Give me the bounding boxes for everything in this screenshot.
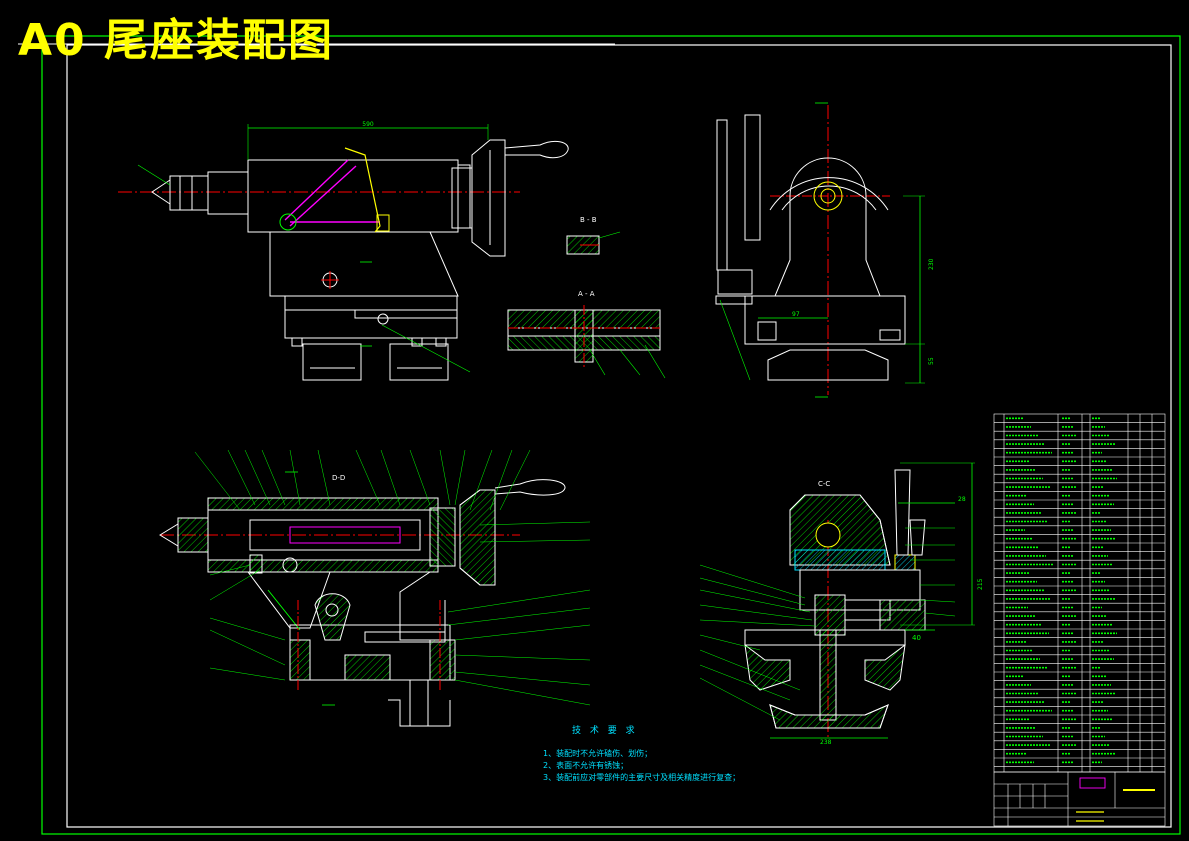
section-aa (507, 305, 666, 379)
section-handle (494, 479, 566, 496)
parts-list-glyphs (1006, 417, 1117, 764)
dim-28: 28 (958, 496, 966, 503)
side-view (118, 124, 569, 381)
technical-requirement-3: 3、装配前应对零部件的主要尺寸及相关精度进行复查； (543, 773, 741, 782)
end-body (774, 157, 881, 297)
technical-requirement-2: 2、表面不允许有锈蚀； (543, 761, 629, 770)
foot-left (302, 343, 362, 381)
section-aa-label: A - A (578, 290, 595, 298)
body-upper (247, 159, 459, 233)
main-section (159, 449, 591, 727)
dim-40: 40 (912, 634, 921, 642)
section-cc-label: C-C (818, 480, 830, 488)
technical-requirement-1: 1、装配时不允许磕伤、划伤； (543, 749, 653, 758)
dim-55: 55 (928, 357, 935, 365)
base-plate (284, 295, 458, 339)
dim-97: 97 (792, 311, 800, 318)
outer-border (41, 35, 1181, 835)
parts-list-rows (994, 422, 1165, 767)
end-view (715, 102, 925, 398)
dim-590: 590 (362, 121, 374, 128)
base-bolt (377, 313, 389, 325)
cam-lever (314, 593, 351, 641)
section-cc (699, 462, 975, 740)
sheet-title: A0 尾座装配图 (18, 15, 334, 66)
foot-right (389, 343, 449, 381)
dim-238: 238 (820, 739, 832, 746)
handle-arm (504, 140, 569, 159)
handwheel (471, 139, 506, 257)
end-base (744, 295, 906, 345)
inner-border (66, 44, 1172, 828)
arc-guard-outer (769, 177, 889, 211)
spindle-bore (813, 181, 843, 211)
section-bb-label: B - B (580, 216, 597, 224)
section-bb (566, 231, 621, 255)
dim-230: 230 (928, 258, 935, 270)
technical-requirements-heading: 技 术 要 求 (572, 726, 638, 736)
linkage-magenta (284, 159, 357, 227)
title-block (993, 771, 1166, 827)
dim-215: 215 (977, 578, 984, 590)
section-dd-label: D-D (332, 474, 345, 482)
